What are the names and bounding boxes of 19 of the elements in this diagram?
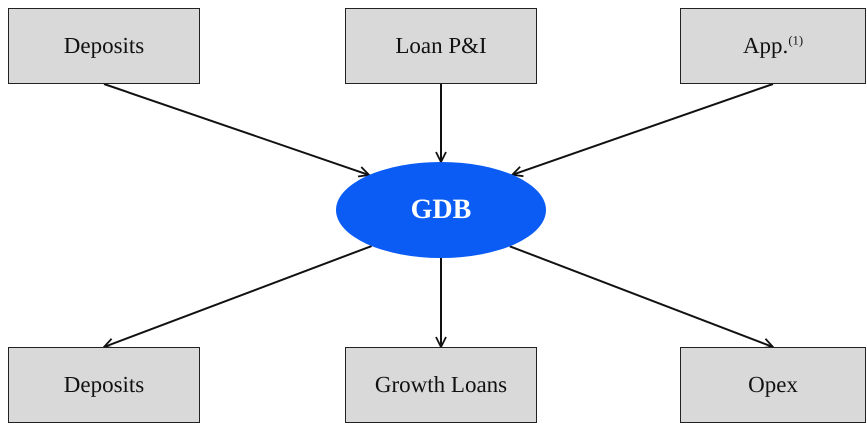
arrow: [435, 258, 447, 348]
arrow: [103, 245, 372, 350]
node-label: Growth Loans: [374, 370, 508, 399]
process-box: [8, 8, 200, 84]
node-label: GDB: [410, 193, 472, 228]
process-box: [680, 347, 866, 423]
arrow: [104, 83, 370, 178]
node-label: Loan P&I: [395, 32, 487, 60]
process-box: [345, 8, 537, 84]
arrow: [509, 245, 774, 349]
node-label: App.$^{(1)}$: [742, 32, 804, 60]
node-label: Deposits: [64, 370, 144, 399]
process-box: [680, 8, 866, 84]
process-box: [8, 347, 200, 423]
process-box: [345, 347, 537, 423]
arrow: [435, 84, 447, 163]
node-label: Opex: [748, 370, 798, 399]
arrow: [511, 83, 774, 178]
node-label: Deposits: [64, 32, 144, 60]
